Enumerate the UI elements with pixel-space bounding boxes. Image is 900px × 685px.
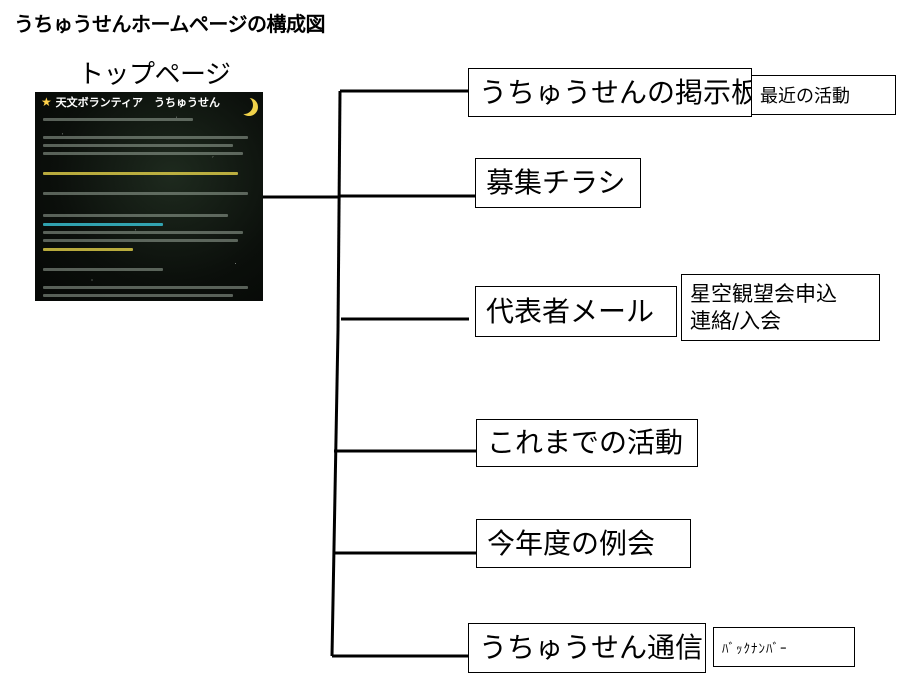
thumbnail-text-line — [43, 223, 163, 226]
page-box-newsletter[interactable]: うちゅうせん通信 — [468, 623, 706, 673]
thumbnail-text-line — [43, 192, 248, 195]
diagram-title: うちゅうせんホームページの構成図 — [14, 12, 326, 36]
page-box-bulletin-board[interactable]: うちゅうせんの掲示板 — [468, 68, 759, 117]
thumbnail-text-line — [43, 144, 233, 147]
page-box-past-activities[interactable]: これまでの活動 — [476, 419, 698, 467]
connector-trunk-lower — [330, 329, 340, 657]
top-page-label: トップページ — [78, 60, 231, 90]
thumbnail-text-line — [43, 152, 243, 155]
thumbnail-text-line — [43, 248, 133, 251]
thumbnail-text-line — [43, 231, 243, 234]
thumbnail-text-line — [43, 172, 238, 175]
sub-item-stargazing-application: 星空観望会申込 — [690, 282, 837, 306]
top-page-thumbnail[interactable]: ★ 天文ボランティア うちゅうせん — [35, 92, 263, 301]
page-box-recruitment-flyer[interactable]: 募集チラシ — [475, 158, 641, 208]
thumbnail-text-line — [43, 239, 238, 242]
thumbnail-text-line — [43, 268, 163, 271]
thumbnail-header: ★ 天文ボランティア うちゅうせん — [41, 94, 220, 110]
thumbnail-text-line — [43, 136, 248, 139]
page-box-this-year-meetings[interactable]: 今年度の例会 — [476, 519, 691, 568]
connector-trunk-upper — [336, 90, 342, 331]
sub-item-contact-membership: 連絡/入会 — [690, 309, 782, 333]
thumbnail-text-line — [43, 294, 233, 297]
star-icon: ★ — [41, 95, 52, 109]
sub-box-back-numbers[interactable]: ﾊﾞｯｸﾅﾝﾊﾞｰ — [713, 627, 855, 667]
thumbnail-text-line — [43, 214, 228, 217]
sub-box-mail-topics[interactable]: 星空観望会申込 連絡/入会 — [681, 274, 880, 341]
thumbnail-text-line — [43, 286, 248, 289]
thumbnail-header-text: 天文ボランティア うちゅうせん — [55, 96, 220, 109]
page-box-representative-mail[interactable]: 代表者メール — [475, 286, 677, 337]
thumbnail-text-line — [43, 118, 193, 121]
sub-box-recent-activities[interactable]: 最近の活動 — [751, 75, 896, 115]
